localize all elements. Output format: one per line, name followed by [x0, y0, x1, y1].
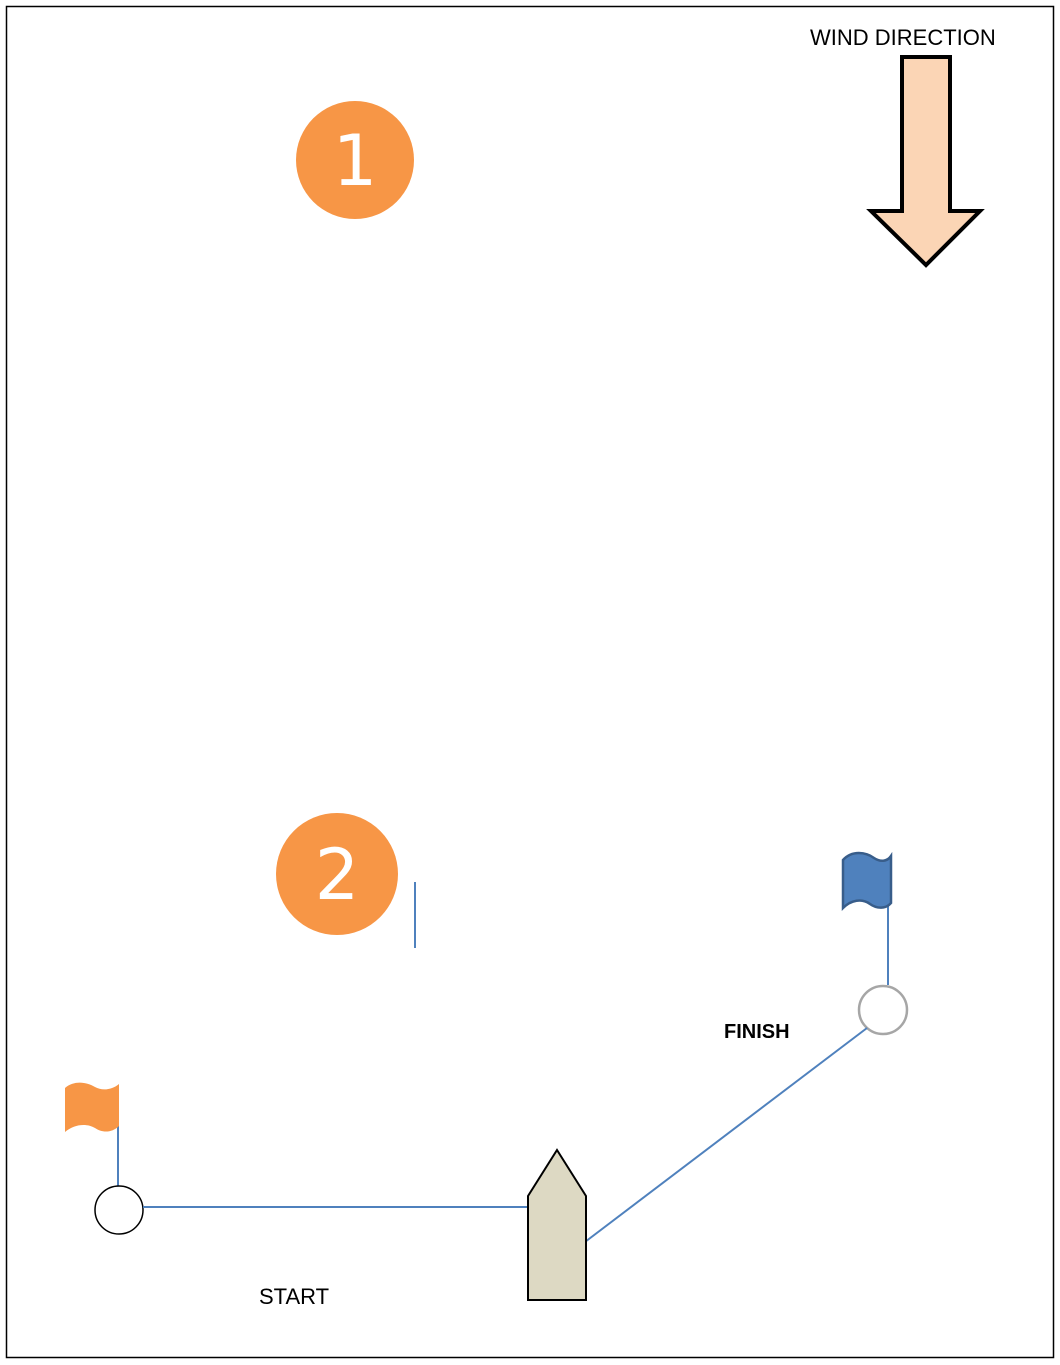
- mark-2-number: 2: [315, 834, 360, 916]
- wind-direction-arrow-icon: [866, 55, 985, 268]
- wind-direction-label: WIND DIRECTION: [810, 25, 996, 50]
- start-label: START: [259, 1284, 329, 1309]
- start-flag-icon: [65, 1082, 119, 1132]
- finish-flag: [841, 851, 893, 985]
- mark-2-circle: [276, 813, 398, 935]
- committee-boat-icon: [527, 1148, 587, 1301]
- finish-buoy: [857, 984, 909, 1036]
- mark-1-circle: [296, 101, 414, 219]
- mark-2: 2: [276, 813, 398, 935]
- finish-line: [580, 1027, 868, 1246]
- mark-1: 1: [296, 101, 414, 219]
- start-flag: [65, 1082, 119, 1186]
- finish-label: FINISH: [724, 1021, 790, 1043]
- page-frame: [5, 5, 1055, 1359]
- mark-1-number: 1: [333, 120, 378, 202]
- finish-flag-icon: [841, 851, 893, 912]
- start-buoy: [94, 1185, 144, 1235]
